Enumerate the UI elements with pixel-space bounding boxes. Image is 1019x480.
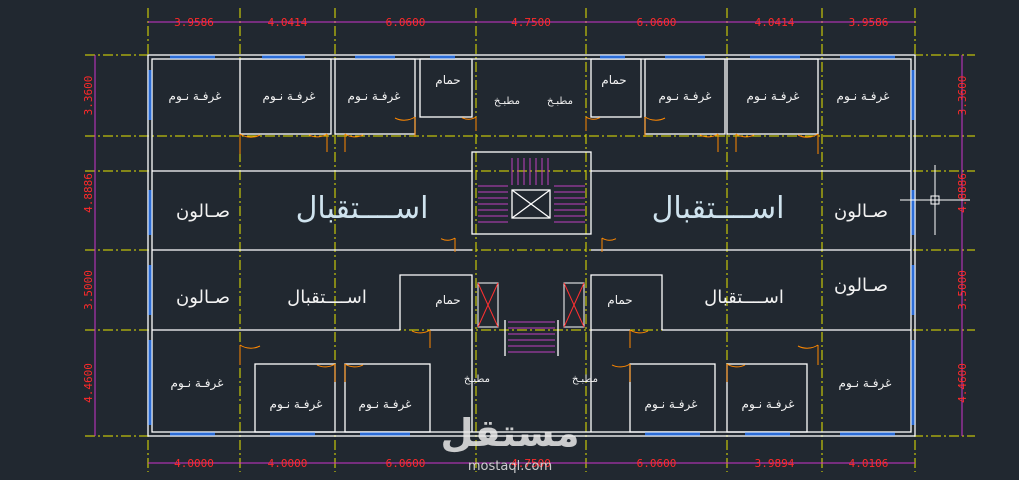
label-kitchen: مطبـخ [547,96,573,107]
door-swing [699,133,719,152]
door-swing [344,363,364,382]
label-bathroom: حمام [607,293,632,307]
cursor-crosshair-icon [900,165,970,235]
stairs [478,158,585,353]
dimension-label: 4.4600 [956,363,969,403]
label-bedroom: غرفـة نـوم [263,89,316,104]
label-bathroom: حمام [601,73,626,87]
door-swing [797,133,819,154]
door-swing [440,237,456,252]
dimension-label: 3.3600 [956,76,969,116]
door-swing [797,344,819,365]
dimension-label: 4.0414 [755,16,795,29]
label-bathroom: حمام [435,293,460,307]
dimension-label: 4.8886 [82,173,95,213]
doors [239,116,819,382]
dimension-label: 3.5000 [82,270,95,310]
dimension-label: 4.0000 [268,457,308,470]
watermark-logo: مستقل [441,411,580,455]
dimension-label: 4.8886 [956,173,969,213]
dimension-label: 4.7500 [511,16,551,29]
dimension-label: 4.0414 [268,16,308,29]
door-swing [601,237,617,252]
door-swing [411,329,431,348]
dimension-label: 6.0600 [637,457,677,470]
door-swing [316,363,336,382]
label-bedroom: غرفـة نـوم [645,397,698,412]
dimension-label: 3.9586 [849,16,889,29]
elevator [511,189,551,219]
label-bathroom: حمام [435,73,460,87]
label-salon: صـالون [176,201,230,222]
dimension-label: 6.0600 [386,457,426,470]
label-salon: صـالون [176,287,230,308]
label-bedroom: غرفـة نـوم [742,397,795,412]
dimension-labels: 3.9586 4.0414 6.0600 4.7500 6.0600 4.0414 3.95… [82,16,969,470]
walls [147,54,916,437]
door-swing [611,363,631,382]
label-reception: اســــتقبال [652,191,785,226]
windows [148,55,915,436]
dimension-lines [94,21,963,464]
watermark: مستقل mostaql.com [441,411,580,474]
dimension-label: 3.9894 [755,457,795,470]
axis-grid [85,8,975,472]
door-swing [629,329,649,348]
label-reception: اســــتقبال [296,191,429,226]
dimension-label: 3.5000 [956,270,969,310]
door-swing [735,133,755,152]
label-kitchen: مطبـخ [464,374,490,385]
label-bedroom: غرفـة نـوم [348,89,401,104]
door-swing [644,116,666,137]
label-bedroom: غرفـة نـوم [659,89,712,104]
door-swing [239,133,261,154]
label-kitchen: مطبـخ [572,374,598,385]
label-reception: اســــتقبال [704,287,784,308]
door-swing [394,116,416,137]
label-bedroom: غرفـة نـوم [359,397,412,412]
watermark-url: mostaql.com [468,459,552,474]
door-swing [461,116,477,131]
dimension-label: 6.0600 [386,16,426,29]
room-labels: غرفـة نـوم غرفـة نـوم غرفـة نـوم حمام مط… [169,73,892,412]
dimension-label: 3.3600 [82,76,95,116]
dimension-label: 4.0000 [174,457,214,470]
shafts [477,282,585,328]
door-swing [726,363,746,382]
label-salon: صـالون [834,201,888,222]
label-bedroom: غرفـة نـوم [837,89,890,104]
label-salon: صـالون [834,275,888,296]
label-bedroom: غرفـة نـوم [747,89,800,104]
door-swing [585,116,601,131]
dimension-label: 6.0600 [637,16,677,29]
dimension-label: 4.4600 [82,363,95,403]
label-reception: اســــتقبال [287,287,367,308]
dimension-label: 4.0106 [849,457,889,470]
door-swing [308,133,328,152]
label-kitchen: مطبـخ [494,96,520,107]
door-swing [239,344,261,365]
dimension-label: 4.7500 [511,457,551,470]
label-bedroom: غرفـة نـوم [171,376,224,391]
door-swing [344,133,364,152]
label-bedroom: غرفـة نـوم [169,89,222,104]
label-bedroom: غرفـة نـوم [270,397,323,412]
dimension-label: 3.9586 [174,16,214,29]
label-bedroom: غرفـة نـوم [839,376,892,391]
